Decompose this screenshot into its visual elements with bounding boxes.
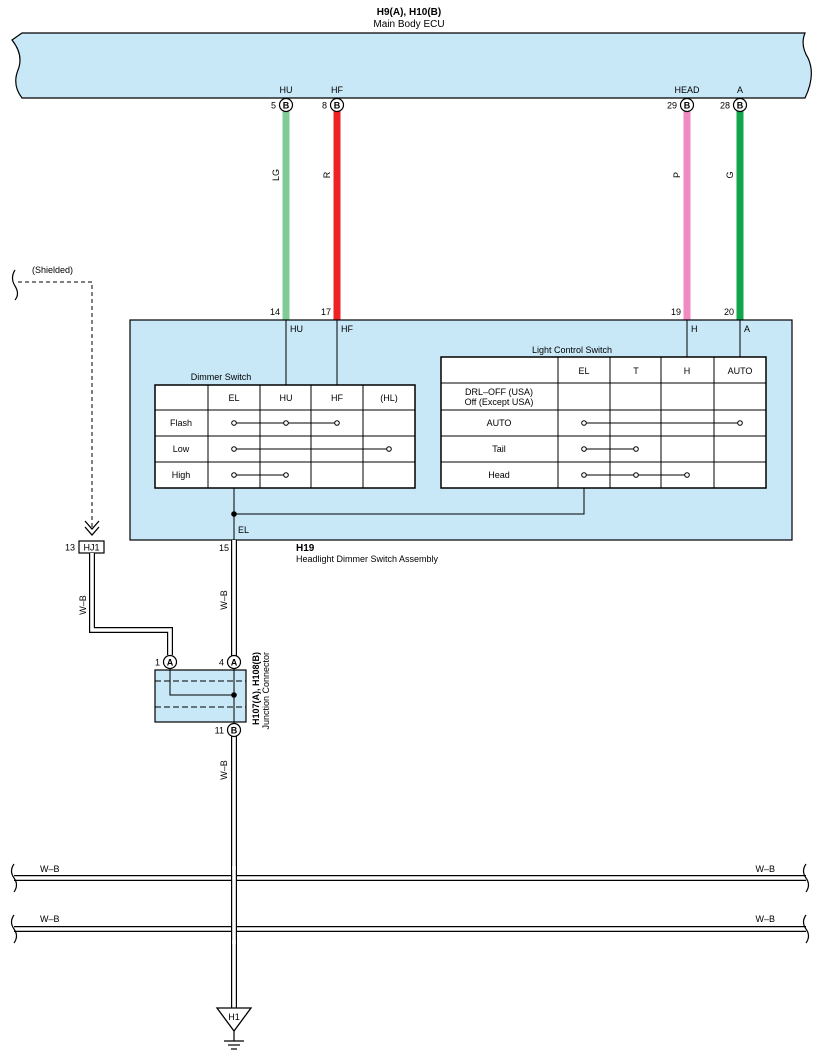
junction-connector-pin-1: A 1 xyxy=(155,654,178,670)
ecu-connector-28: B 28 xyxy=(720,97,748,113)
svg-text:Head: Head xyxy=(488,470,510,480)
bus-label-wb: W–B xyxy=(755,914,775,924)
svg-text:B: B xyxy=(737,101,744,111)
switch-pin-num: 14 xyxy=(270,307,280,317)
ground-symbol xyxy=(215,1007,253,1050)
ecu-code: H9(A), H10(B) xyxy=(377,7,441,18)
ecu-pin-signal-hu: HU xyxy=(280,85,293,95)
bus-label-wb: W–B xyxy=(40,914,60,924)
shielded-wire xyxy=(18,281,93,527)
light-control-switch-table: EL T H AUTO DRL–OFF (USA) Off (Except US… xyxy=(440,356,767,489)
switch-pin-num: 20 xyxy=(724,307,734,317)
junction-connector-pin-4: A 4 xyxy=(219,654,242,670)
shield-ground-mark xyxy=(84,520,100,536)
svg-text:HF: HF xyxy=(331,393,343,403)
ecu-pin-num: 28 xyxy=(720,101,730,111)
switch-pin-num: 17 xyxy=(321,307,331,317)
svg-text:(HL): (HL) xyxy=(380,393,398,403)
svg-text:AUTO: AUTO xyxy=(487,418,512,428)
ecu-pin-signal-a: A xyxy=(737,85,743,95)
svg-text:A: A xyxy=(231,658,238,668)
bus-wb-2 xyxy=(10,914,810,944)
svg-text:Flash: Flash xyxy=(170,418,192,428)
svg-text:High: High xyxy=(172,470,191,480)
svg-text:EL: EL xyxy=(578,366,589,376)
svg-text:A: A xyxy=(167,658,174,668)
svg-text:B: B xyxy=(684,101,691,111)
junction-name: Junction Connector xyxy=(261,652,271,730)
bus-wb-1 xyxy=(10,863,810,893)
switch-pin-label-hu: HU xyxy=(290,324,303,334)
junction-connector xyxy=(154,668,247,729)
ecu-connector-29: B 29 xyxy=(667,97,695,113)
switch-pin-label-h: H xyxy=(691,324,698,334)
el-pin-num: 15 xyxy=(219,543,229,553)
switch-pin-label-a: A xyxy=(744,324,750,334)
ecu-pin-num: 5 xyxy=(271,101,276,111)
svg-text:AUTO: AUTO xyxy=(728,366,753,376)
ground-label: H1 xyxy=(228,1012,240,1022)
svg-text:Tail: Tail xyxy=(492,444,506,454)
light-control-switch-title: Light Control Switch xyxy=(532,345,612,355)
switch-assembly-name: Headlight Dimmer Switch Assembly xyxy=(296,554,439,564)
svg-text:T: T xyxy=(633,366,639,376)
ecu-pin-signal-head: HEAD xyxy=(674,85,700,95)
el-label: EL xyxy=(238,525,249,535)
shielded-label: (Shielded) xyxy=(32,265,73,275)
switch-pin-label-hf: HF xyxy=(341,324,353,334)
bus-label-wb: W–B xyxy=(40,864,60,874)
svg-text:11: 11 xyxy=(215,726,224,736)
hj1-label: HJ1 xyxy=(83,543,99,553)
svg-text:4: 4 xyxy=(219,658,224,668)
bus-label-wb: W–B xyxy=(755,864,775,874)
ecu-body xyxy=(11,32,812,99)
wire-wb-hj1 xyxy=(89,553,173,655)
junction-connector-pin-11: B 11 xyxy=(215,722,242,738)
svg-text:H: H xyxy=(684,366,691,376)
ecu-name: Main Body ECU xyxy=(373,19,444,30)
ecu-pin-signal-hf: HF xyxy=(331,85,343,95)
wire-label-wb: W–B xyxy=(219,590,229,610)
shielded-break-mark xyxy=(11,269,19,301)
junction-code: H107(A), H108(B) xyxy=(251,652,261,725)
svg-text:1: 1 xyxy=(155,658,160,668)
svg-text:B: B xyxy=(283,101,290,111)
hj1-pin-num: 13 xyxy=(65,543,75,553)
ecu-connector-5: B 5 xyxy=(271,97,294,113)
dimmer-switch-table: EL HU HF (HL) Flash Low High xyxy=(154,384,416,489)
svg-text:B: B xyxy=(334,101,341,111)
wire-label-wb: W–B xyxy=(219,760,229,780)
svg-text:DRL–OFF (USA): DRL–OFF (USA) xyxy=(465,387,533,397)
ecu-connector-8: B 8 xyxy=(322,97,345,113)
dimmer-switch-title: Dimmer Switch xyxy=(191,372,252,382)
svg-text:Off (Except USA): Off (Except USA) xyxy=(465,397,534,407)
ecu-pin-num: 8 xyxy=(322,101,327,111)
svg-text:EL: EL xyxy=(228,393,239,403)
wire-label-p: P xyxy=(672,172,682,178)
switch-assembly-code: H19 xyxy=(296,543,315,554)
svg-text:B: B xyxy=(231,726,238,736)
wire-label-r: R xyxy=(322,171,332,178)
wire-label-g: G xyxy=(725,171,735,178)
svg-text:Low: Low xyxy=(173,444,190,454)
ecu-pin-num: 29 xyxy=(667,101,677,111)
internal-leads xyxy=(285,320,741,385)
wire-label-lg: LG xyxy=(271,169,281,181)
svg-text:HU: HU xyxy=(280,393,293,403)
switch-pin-num: 19 xyxy=(671,307,681,317)
el-junction-dot xyxy=(231,511,237,517)
wire-label-wb: W–B xyxy=(78,595,88,615)
